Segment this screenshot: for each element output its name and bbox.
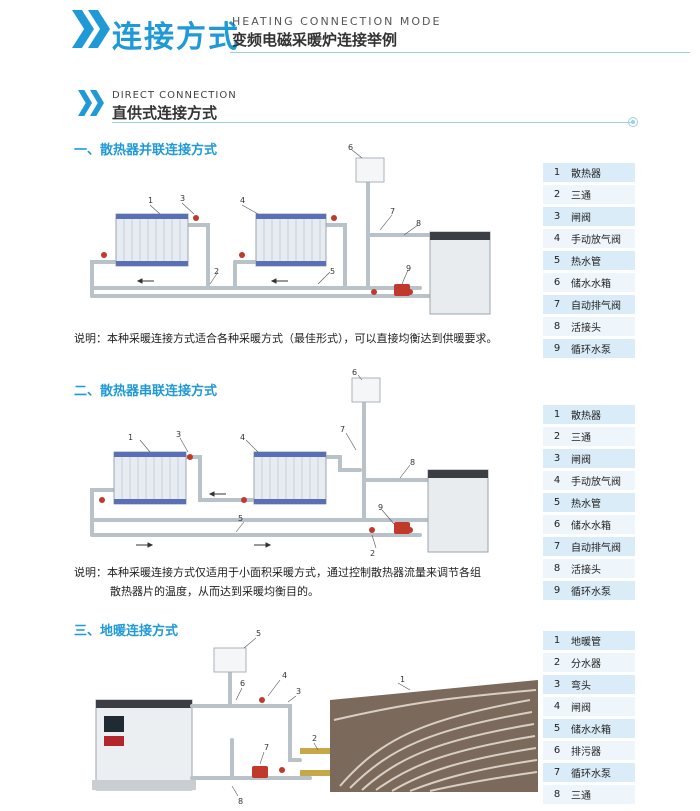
label-1: 1 xyxy=(148,196,153,205)
circulation-pump xyxy=(394,522,410,534)
label-4: 4 xyxy=(240,196,245,205)
electric-boiler xyxy=(427,469,489,553)
label-8: 8 xyxy=(238,797,243,806)
label-6: 6 xyxy=(240,679,245,688)
label-9: 9 xyxy=(378,503,383,512)
divider-end-dot-icon xyxy=(628,117,638,127)
divider xyxy=(230,52,690,53)
section-2-note-line2: 散热器片的温度，从而达到采暖均衡目的。 xyxy=(110,585,319,598)
radiator-1 xyxy=(115,213,189,267)
label-8: 8 xyxy=(410,458,415,467)
label-4: 4 xyxy=(282,671,287,680)
radiator-2 xyxy=(255,213,327,267)
section-1-title: 一、散热器并联连接方式 xyxy=(74,143,218,158)
label-7: 7 xyxy=(340,425,345,434)
manifold xyxy=(300,748,332,776)
section-3-title: 三、地暖连接方式 xyxy=(74,624,179,639)
label-8: 8 xyxy=(416,219,421,228)
label-3: 3 xyxy=(296,687,301,696)
label-2: 2 xyxy=(214,267,219,276)
circulation-pump xyxy=(252,766,268,778)
page-title: 连接方式 xyxy=(112,20,240,55)
label-7: 7 xyxy=(264,743,269,752)
section-1-note: 说明：本种采暖连接方式适合各种采暖方式（最佳形式），可以直接均衡达到供暖要求。 xyxy=(74,332,498,345)
direct-connection-en: DIRECT CONNECTION xyxy=(112,90,237,101)
page-title-en: HEATING CONNECTION MODE xyxy=(232,15,442,28)
page-subtitle: 变频电磁采暖炉连接举例 xyxy=(232,31,398,49)
electric-boiler xyxy=(92,699,196,791)
label-5: 5 xyxy=(238,514,243,523)
label-5: 5 xyxy=(330,267,335,276)
label-2: 2 xyxy=(312,734,317,743)
section-2-title: 二、散热器串联连接方式 xyxy=(74,384,218,399)
label-5: 5 xyxy=(256,629,261,638)
label-1: 1 xyxy=(400,675,405,684)
radiator-2 xyxy=(253,451,327,505)
label-3: 3 xyxy=(176,430,181,439)
direct-connection-title: 直供式连接方式 xyxy=(112,104,218,122)
water-tank xyxy=(355,157,385,183)
water-tank xyxy=(351,377,381,403)
water-tank xyxy=(213,647,247,673)
label-6: 6 xyxy=(348,143,353,152)
label-7: 7 xyxy=(390,207,395,216)
label-6: 6 xyxy=(352,368,357,377)
label-3: 3 xyxy=(180,194,185,203)
label-1: 1 xyxy=(128,433,133,442)
floor-heating-pipes xyxy=(330,680,538,792)
section-2-note-line1: 说明：本种采暖连接方式仅适用于小面积采暖方式，通过控制散热器流量来调节各组 xyxy=(74,566,481,579)
electric-boiler xyxy=(429,231,491,315)
label-9: 9 xyxy=(406,264,411,273)
divider xyxy=(112,122,632,123)
circulation-pump xyxy=(394,284,410,296)
label-2: 2 xyxy=(370,549,375,558)
label-4: 4 xyxy=(240,433,245,442)
